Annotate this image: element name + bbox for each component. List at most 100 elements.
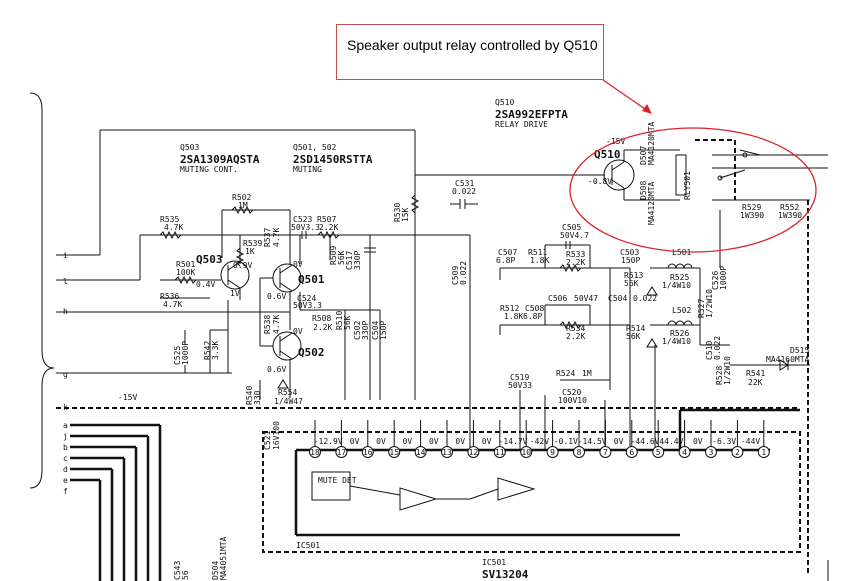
ic501-block: MUTE DET IC501 IC501 SV13204	[262, 408, 801, 581]
svg-text:R539: R539	[243, 239, 262, 248]
svg-text:2SD1450RSTTA: 2SD1450RSTTA	[293, 153, 373, 166]
capacitor-c517: C517 330P	[345, 247, 376, 270]
ic-pin-3: 3	[705, 420, 717, 458]
transistor-q502: Q502 0.6V 0V	[267, 327, 325, 374]
svg-text:11: 11	[495, 448, 505, 457]
resistor-r514: R514 56K	[626, 324, 645, 341]
relay-rly501: RLY501	[675, 139, 828, 201]
svg-text:0.022: 0.022	[459, 261, 468, 285]
capacitor-c510: C510 0.022	[705, 336, 722, 360]
callout-arrow	[602, 79, 649, 112]
svg-text:D508: D508	[639, 181, 648, 200]
svg-text:2.2K: 2.2K	[566, 332, 585, 341]
svg-text:6.8P: 6.8P	[496, 256, 515, 265]
resistor-r536: R536 4.7K	[160, 292, 182, 309]
svg-text:2.2K: 2.2K	[319, 223, 338, 232]
transistor-q510: Q510 -0.8V -15V	[588, 137, 680, 201]
resistor-r501: R501 100K	[174, 260, 197, 285]
capacitor-c509: C526 1000P	[711, 266, 728, 290]
capacitor-c503: C509 0.022	[451, 261, 468, 285]
svg-text:1/4W10: 1/4W10	[662, 281, 691, 290]
capacitor-c502: C502 330P	[353, 321, 370, 340]
svg-text:0.022: 0.022	[633, 294, 657, 303]
svg-text:1M: 1M	[238, 201, 248, 210]
svg-text:56K: 56K	[626, 332, 641, 341]
svg-text:R554: R554	[278, 388, 297, 397]
capacitor-c508: C504 0.022	[608, 294, 657, 303]
svg-text:MUTING: MUTING	[293, 165, 322, 174]
svg-text:16: 16	[363, 448, 373, 457]
svg-text:2: 2	[735, 448, 740, 457]
pin-voltage-label: 0V	[376, 437, 386, 446]
svg-text:R507: R507	[317, 215, 336, 224]
resistor-r508: R508 2.2K	[312, 314, 332, 332]
svg-text:330P: 330P	[361, 321, 370, 340]
diode-d504: D504 MA4051MTA	[211, 536, 228, 580]
svg-text:22K: 22K	[748, 378, 763, 387]
svg-text:R509: R509	[329, 246, 338, 265]
svg-text:1000P: 1000P	[181, 341, 190, 365]
ic-pin-2: 2	[731, 420, 744, 458]
svg-text:C525: C525	[173, 346, 182, 365]
connector-j: j	[63, 432, 68, 441]
capacitor-c506: C508 6.8P	[523, 304, 544, 321]
resistor-r552: R552 1W390	[778, 203, 802, 220]
pin-voltage-label: 0V	[614, 437, 624, 446]
resistor-r527: R527 1/2W10	[697, 289, 714, 318]
svg-text:C509: C509	[451, 266, 460, 285]
svg-text:15K: 15K	[401, 207, 410, 222]
svg-text:2SA1309AQSTA: 2SA1309AQSTA	[180, 153, 260, 166]
svg-text:R514: R514	[626, 324, 645, 333]
svg-text:1/2W10: 1/2W10	[705, 289, 714, 318]
svg-text:Q501, 502: Q501, 502	[293, 143, 337, 152]
capacitor-c505: C507 6.8P	[496, 248, 517, 265]
connector-d: d	[63, 465, 68, 474]
capacitor-c523: C523 50V3.3	[291, 215, 320, 239]
resistor-r528: R528 1/2W10	[715, 356, 732, 385]
capacitor-c525: C505 50V4.7	[560, 223, 589, 249]
resistor-r511: R511 1.8K	[528, 248, 549, 265]
svg-text:56K: 56K	[337, 250, 346, 265]
svg-text:4: 4	[682, 448, 687, 457]
ic-pin-13: 13	[441, 420, 453, 458]
svg-text:56K: 56K	[624, 279, 639, 288]
svg-text:3: 3	[709, 448, 714, 457]
resistor-r542: R542 3.3K	[203, 341, 220, 360]
ic501-label: IC501	[296, 541, 320, 550]
capacitor-c526: C506 50V47	[548, 294, 598, 303]
connector-brace	[29, 92, 55, 489]
svg-text:C505: C505	[562, 223, 581, 232]
mute-det-label: MUTE DET	[318, 476, 357, 485]
svg-text:50V33: 50V33	[508, 381, 532, 390]
svg-text:0.6V: 0.6V	[267, 365, 286, 374]
pin-voltage-label: 0V	[455, 437, 465, 446]
svg-text:R508: R508	[312, 314, 331, 323]
svg-text:R529: R529	[742, 203, 761, 212]
svg-text:0.022: 0.022	[452, 187, 476, 196]
pin-voltage-label: 0V	[350, 437, 360, 446]
resistor-r525: R525 1/4W10	[646, 273, 691, 296]
svg-text:R501: R501	[176, 260, 195, 269]
svg-text:R511: R511	[528, 248, 547, 257]
svg-text:L501: L501	[672, 248, 691, 257]
svg-text:330: 330	[253, 390, 262, 405]
pin-voltage-label: 0V	[403, 437, 413, 446]
pin-voltage-label: 44.4V	[659, 437, 683, 446]
pin-voltage-label: -12.9V	[314, 437, 343, 446]
svg-text:R542: R542	[203, 341, 212, 360]
resistor-r541: R541 22K	[746, 369, 765, 387]
connector-b: b	[63, 443, 68, 452]
svg-text:R510: R510	[335, 311, 344, 330]
svg-text:14: 14	[416, 448, 426, 457]
svg-text:1/2W10: 1/2W10	[723, 356, 732, 385]
svg-text:C524: C524	[297, 294, 316, 303]
resistor-r509: R509 56K	[329, 246, 346, 265]
svg-text:R536: R536	[160, 292, 179, 301]
pin-voltage-label: -0.1V	[554, 437, 578, 446]
svg-text:100K: 100K	[176, 268, 195, 277]
svg-text:1.8K: 1.8K	[504, 312, 523, 321]
coil-l501: L501	[667, 248, 693, 269]
svg-text:C543: C543	[173, 561, 182, 580]
